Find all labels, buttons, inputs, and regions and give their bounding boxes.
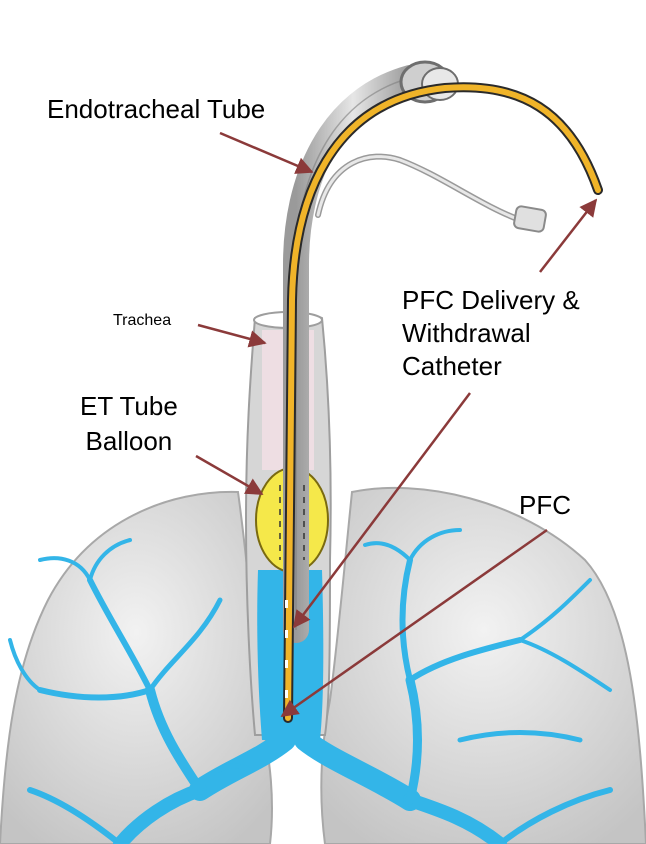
label-et-tube-balloon-line2: Balloon [85, 426, 173, 456]
label-pfc-delivery-line2: Withdrawal [402, 318, 531, 348]
arrow-icon [195, 131, 598, 718]
label-pfc-delivery-catheter: PFC Delivery & Withdrawal Catheter [402, 284, 580, 383]
label-et-tube-balloon-line1: ET Tube [80, 391, 178, 421]
label-pfc-delivery-line3: Catheter [402, 351, 502, 381]
label-pfc-delivery-line1: PFC Delivery & [402, 285, 580, 315]
label-et-tube-balloon: ET Tube Balloon [80, 389, 178, 459]
label-pfc: PFC [519, 490, 571, 520]
label-endotracheal-tube: Endotracheal Tube [47, 94, 266, 124]
bronchial-tree [8, 528, 613, 844]
right-lung [320, 486, 646, 844]
label-trachea: Trachea [113, 312, 172, 329]
